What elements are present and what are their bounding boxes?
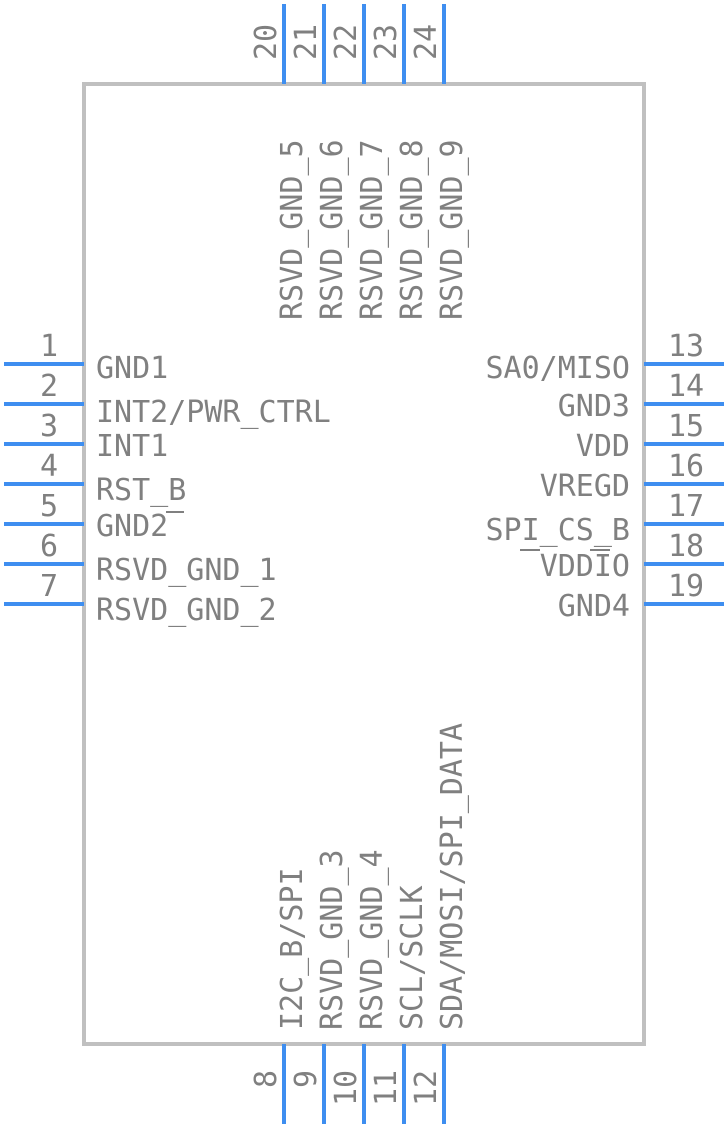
- pin-2-number: 2: [40, 369, 58, 404]
- pin-21-name: RSVD_GND_6: [315, 139, 350, 320]
- pin-15-number: 15: [668, 409, 704, 444]
- bottom-pins: 8 I2C_B/SPI 9 RSVD_GND_3 10 RSVD_GND_4 1…: [249, 723, 470, 1124]
- pin-19-number: 19: [668, 569, 704, 604]
- pin-1-number: 1: [40, 329, 58, 364]
- pin-19-name: GND4: [558, 589, 630, 624]
- pin-17-name: SPI_CS_B: [486, 513, 631, 548]
- pin-5-number: 5: [40, 489, 58, 524]
- right-pins: 13 SA0/MISO 14 GND3 15 VDD 16 VREGD 17 S…: [486, 329, 724, 624]
- pin-13-name: SA0/MISO: [486, 351, 631, 386]
- pin-8-name: I2C_B/SPI: [275, 867, 310, 1030]
- pin-22-number: 22: [329, 24, 364, 60]
- pin-18-name: VDDIO: [540, 549, 630, 584]
- pin-16-name: VREGD: [540, 469, 630, 504]
- pin-1-name: GND1: [96, 351, 168, 386]
- pin-16-number: 16: [668, 449, 704, 484]
- pin-6-name: RSVD_GND_1: [96, 553, 277, 588]
- pin-17-number: 17: [668, 489, 704, 524]
- ic-body: [82, 82, 646, 1046]
- pin-10-name: RSVD_GND_4: [355, 849, 390, 1030]
- pin-11-name: SCL/SCLK: [395, 886, 430, 1031]
- pin-6-number: 6: [40, 529, 58, 564]
- pin-14-number: 14: [668, 369, 704, 404]
- pin-4-name: RST_B: [96, 473, 186, 508]
- top-pins: 20 RSVD_GND_5 21 RSVD_GND_6 22 RSVD_GND_…: [249, 4, 470, 320]
- pin-9-name: RSVD_GND_3: [315, 849, 350, 1030]
- pin-5-name: GND2: [96, 509, 168, 544]
- pin-12-number: 12: [409, 1070, 444, 1106]
- pin-23-number: 23: [369, 24, 404, 60]
- pin-10-number: 10: [329, 1070, 364, 1106]
- pin-8-number: 8: [249, 1070, 284, 1088]
- pin-15-name: VDD: [576, 429, 630, 464]
- pin-18-number: 18: [668, 529, 704, 564]
- pin-3-number: 3: [40, 409, 58, 444]
- pin-20-number: 20: [249, 24, 284, 60]
- pin-2-name: INT2/PWR_CTRL: [96, 395, 331, 430]
- pin-20-name: RSVD_GND_5: [275, 139, 310, 320]
- pin-3-name: INT1: [96, 429, 168, 464]
- pin-24-name: RSVD_GND_9: [435, 139, 470, 320]
- pin-13-number: 13: [668, 329, 704, 364]
- pin-4-number: 4: [40, 449, 58, 484]
- pin-7-number: 7: [40, 569, 58, 604]
- pin-21-number: 21: [289, 24, 324, 60]
- pin-24-number: 24: [409, 24, 444, 60]
- pin-11-number: 11: [369, 1070, 404, 1106]
- pin-22-name: RSVD_GND_7: [355, 139, 390, 320]
- pin-23-name: RSVD_GND_8: [395, 139, 430, 320]
- pin-12-name: SDA/MOSI/SPI_DATA: [435, 723, 470, 1030]
- pin-9-number: 9: [289, 1070, 324, 1088]
- pin-14-name: GND3: [558, 389, 630, 424]
- pin-7-name: RSVD_GND_2: [96, 593, 277, 628]
- left-pins: 1 GND1 2 INT2/PWR_CTRL 3 INT1 4 RST_B 5 …: [4, 329, 331, 628]
